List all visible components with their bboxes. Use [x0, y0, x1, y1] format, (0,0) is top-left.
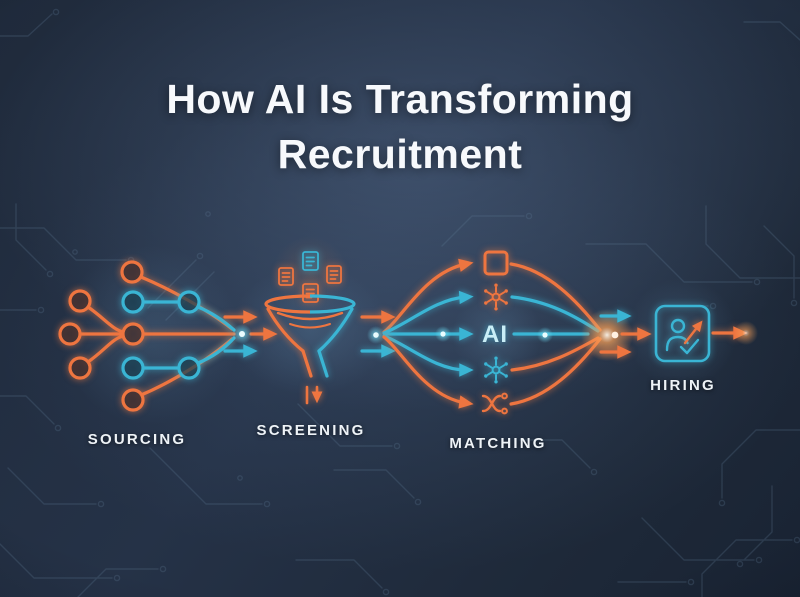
sourcing-edges-teal — [141, 300, 236, 370]
stage-label-sourcing: SOURCING — [87, 431, 187, 448]
flow-arrow-output — [711, 321, 758, 345]
square-icon — [483, 250, 509, 276]
stage-label-screening: SCREENING — [256, 422, 366, 439]
hub-node-icon-teal — [484, 356, 508, 384]
glow-dot — [611, 331, 619, 339]
title-line-1: How AI Is Transforming — [166, 76, 634, 122]
title-line-2: Recruitment — [277, 130, 523, 177]
checkmark-icon — [679, 338, 700, 355]
infographic-title: How AI Is Transforming Recruitment — [0, 72, 800, 181]
soft-glows — [60, 236, 737, 425]
candidate-growth-icon — [665, 318, 703, 355]
document-icon-orange-right — [326, 265, 342, 284]
stage-label-matching: MATCHING — [449, 435, 547, 452]
ai-label: AI — [482, 321, 508, 348]
circuit-traces-background — [0, 8, 800, 597]
hub-node-icon-orange — [484, 283, 508, 311]
funnel-icon — [264, 294, 356, 378]
glow-dot — [734, 321, 758, 345]
drop-down-icon — [305, 385, 323, 405]
matching-fan: AI — [382, 250, 633, 415]
document-icon-teal-top — [302, 251, 319, 271]
matching-left-branches — [382, 258, 474, 409]
sourcing-network — [58, 260, 236, 412]
sourcing-nodes-teal — [121, 290, 201, 380]
flow-arrows-matching-to-hiring — [599, 309, 652, 359]
shuffle-split-icon — [481, 392, 508, 415]
screening-funnel — [264, 251, 356, 405]
sourcing-nodes-orange — [58, 260, 145, 412]
document-icon-orange-left — [278, 267, 294, 286]
flow-arrows-sourcing-to-screening — [223, 310, 278, 358]
hiring-box — [654, 304, 711, 363]
growth-arrow-icon — [683, 320, 703, 345]
hiring-badge — [654, 304, 711, 363]
stage-label-hiring: HIRING — [650, 377, 716, 394]
flow-arrows-screening-to-matching — [360, 310, 396, 358]
